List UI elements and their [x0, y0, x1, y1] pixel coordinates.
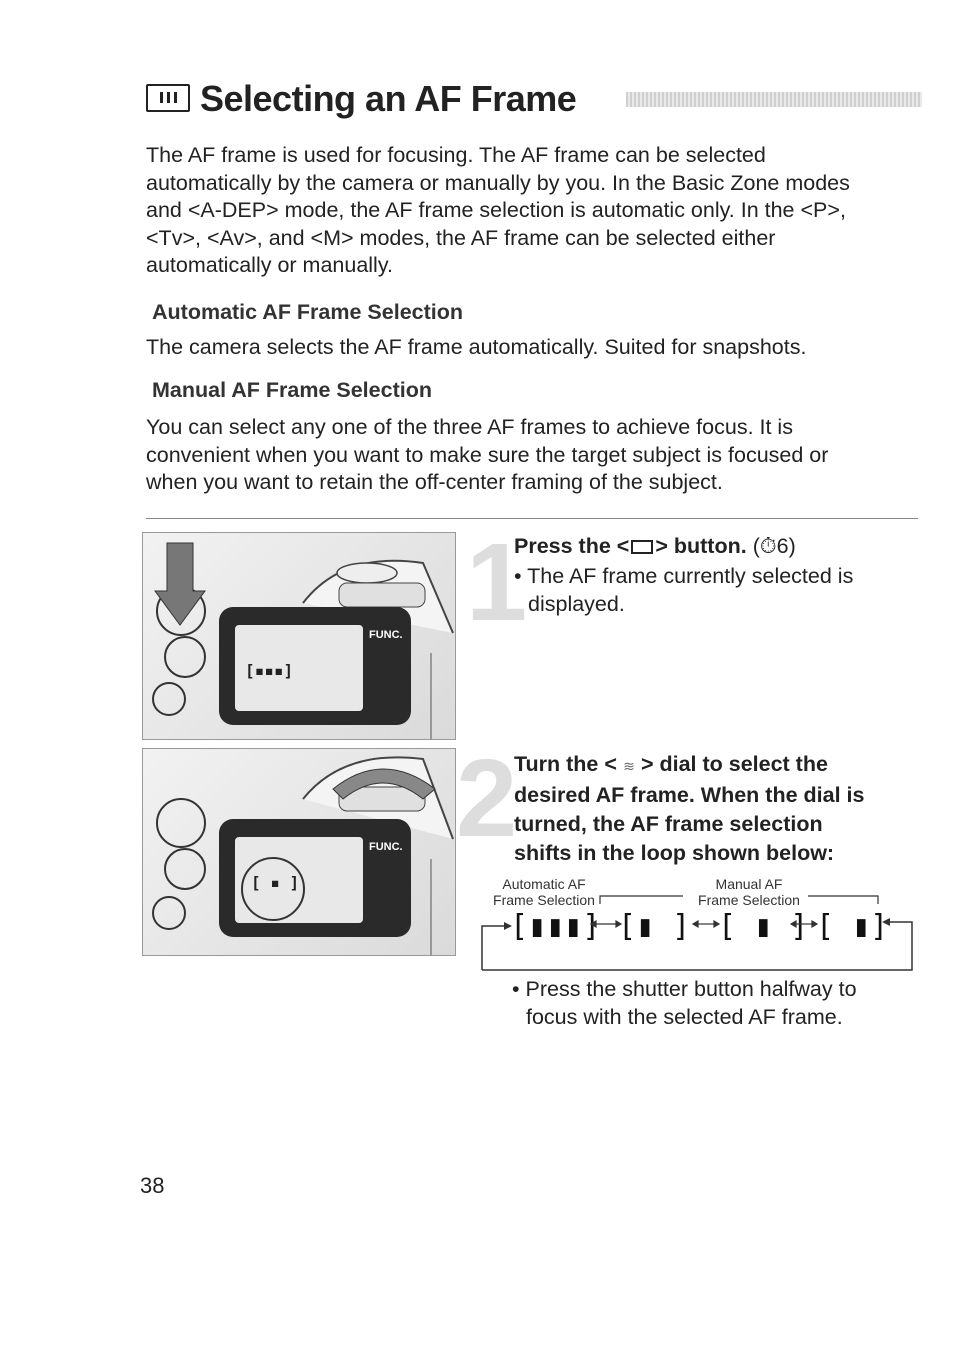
- af-frame-indicator-icon: [▪▪▪]: [245, 661, 294, 680]
- camera-photo-dial: [ ▪ ] FUNC.: [142, 748, 456, 956]
- camera-lcd: [ ▪ ] FUNC.: [219, 819, 411, 937]
- label-manual-line: Frame Selection: [698, 892, 800, 908]
- step-1-bullet: • The AF frame currently selected is dis…: [514, 563, 853, 618]
- svg-text:[ ▮]: [ ▮]: [816, 909, 888, 944]
- af-frame-loop-diagram: [▮▮▮] [▮ ] [ ▮ ] [ ▮]: [481, 895, 913, 971]
- step-2-heading-line-1: Turn the < ≋ > dial to select the: [514, 750, 924, 781]
- af-frame-icon: [146, 84, 190, 112]
- step-2-heading-line: shifts in the loop shown below:: [514, 841, 835, 865]
- step-2-heading: Turn the < ≋ > dial to select the desired …: [514, 750, 924, 868]
- label-auto-line: Frame Selection: [493, 892, 595, 908]
- camera-top-illustration: [152, 542, 454, 739]
- lcd-display: [ ▪ ]: [235, 837, 363, 923]
- manual-line: convenient when you want to make sure th…: [146, 442, 829, 467]
- step-2-heading-b: > dial to select the: [640, 752, 828, 776]
- intro-line: and <A-DEP> mode, the AF frame selection…: [146, 198, 846, 222]
- step-1-bullet-line: • The AF frame currently selected is: [514, 564, 854, 588]
- manual-paragraph: You can select any one of the three AF f…: [146, 414, 926, 497]
- main-dial-icon: ≋: [623, 758, 635, 774]
- svg-text:[▮ ]: [▮ ]: [618, 909, 690, 944]
- manual-line: You can select any one of the three AF f…: [146, 415, 793, 439]
- manual-heading: Manual AF Frame Selection: [152, 378, 432, 402]
- af-frame-center-icon: [ ▪ ]: [251, 873, 300, 892]
- lcd-display: [▪▪▪]: [235, 625, 363, 711]
- step-2-bullet-line: • Press the shutter button halfway to: [512, 977, 857, 1001]
- lcd-func-label: FUNC.: [369, 841, 403, 853]
- step-2-bullet-line: focus with the selected AF frame.: [526, 1004, 843, 1029]
- page-title: Selecting an AF Frame: [200, 78, 577, 119]
- intro-paragraph: The AF frame is used for focusing. The A…: [146, 142, 926, 280]
- step-2-number: 2: [456, 737, 518, 860]
- step-1-heading: Press the < > button. (⏱6): [514, 532, 796, 561]
- camera-dial-illustration: [152, 756, 454, 955]
- page-title-row: Selecting an AF Frame: [146, 76, 922, 124]
- auto-heading: Automatic AF Frame Selection: [152, 300, 464, 324]
- label-manual-af: Manual AF Frame Selection: [690, 876, 808, 908]
- step-2-bullet: • Press the shutter button halfway to fo…: [512, 976, 857, 1031]
- title-decorative-bar: [626, 92, 922, 107]
- step-1-number: 1: [466, 521, 528, 644]
- lcd-func-label: FUNC.: [369, 629, 403, 641]
- label-manual-line: Manual AF: [715, 876, 783, 892]
- step-1-heading-b: > button.: [655, 534, 747, 558]
- label-auto-line: Automatic AF: [502, 876, 586, 892]
- step-1-heading-a: Press the <: [514, 534, 630, 558]
- svg-text:[ ▮ ]: [ ▮ ]: [718, 909, 808, 944]
- camera-lcd: [▪▪▪] FUNC.: [219, 607, 411, 725]
- step-1-timer-ref: (⏱6): [752, 534, 796, 558]
- intro-line: The AF frame is used for focusing. The A…: [146, 143, 766, 167]
- page-number: 38: [140, 1173, 165, 1198]
- svg-text:[▮▮▮]: [▮▮▮]: [510, 909, 600, 944]
- intro-line: automatically or manually.: [146, 253, 393, 277]
- camera-photo-button: [▪▪▪] FUNC.: [142, 532, 456, 740]
- intro-line: automatically by the camera or manually …: [146, 170, 850, 195]
- step-1-bullet-line: displayed.: [528, 591, 625, 616]
- step-2-heading-line: desired AF frame. When the dial is: [514, 783, 865, 807]
- intro-line: <Tv>, <Av>, and <M> modes, the AF frame …: [146, 225, 776, 250]
- highlight-circle: [241, 857, 305, 921]
- label-automatic-af: Automatic AF Frame Selection: [488, 876, 600, 908]
- manual-line: when you want to retain the off-center f…: [146, 470, 723, 494]
- step-2-heading-a: Turn the <: [514, 752, 617, 776]
- auto-text: The camera selects the AF frame automati…: [146, 335, 807, 359]
- step-2-heading-line: turned, the AF frame selection: [514, 812, 823, 836]
- af-frame-button-icon: [631, 540, 654, 555]
- section-divider: [146, 518, 918, 519]
